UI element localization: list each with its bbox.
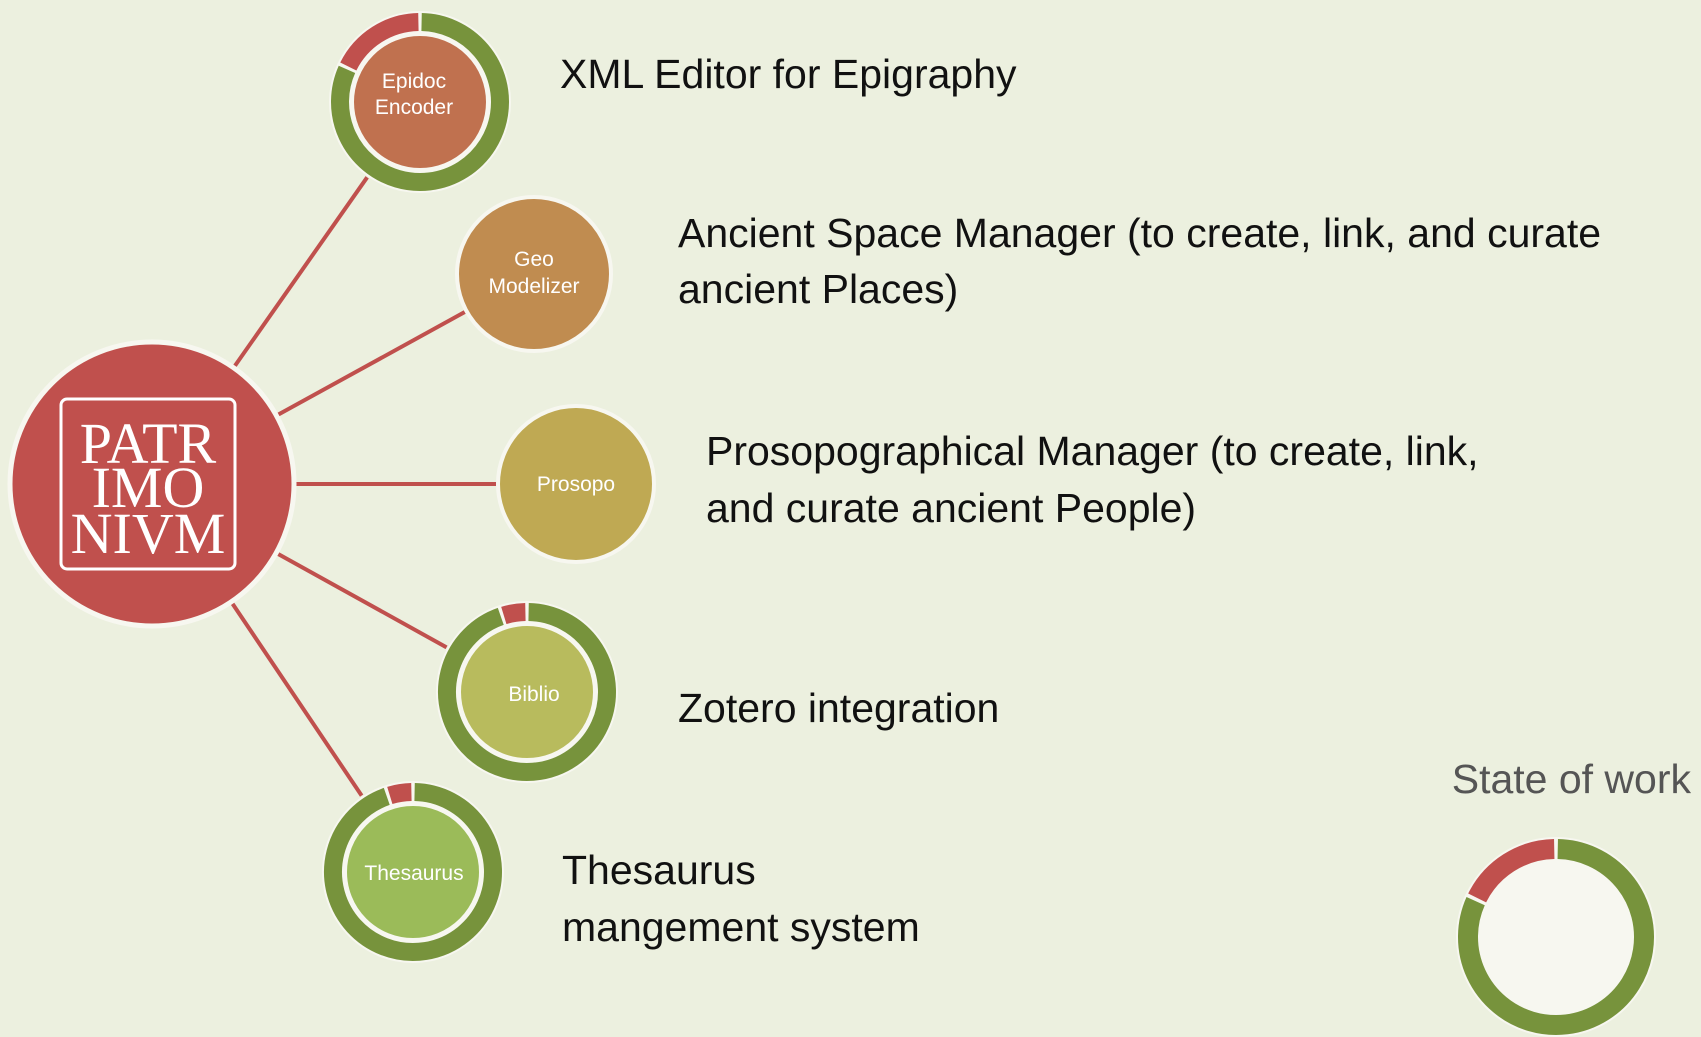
description-geo-line-1: Ancient Space Manager (to create, link, …	[678, 210, 1601, 256]
ring-thesaurus-done-segment	[324, 783, 502, 961]
node-thesaurus: Thesaurus	[322, 781, 504, 963]
state-of-work-legend: State of work	[1452, 756, 1692, 1037]
logo-line-2: IMO	[92, 455, 205, 520]
node-label-thesaurus: Thesaurus	[364, 862, 463, 885]
module-descriptions: XML Editor for Epigraphy Ancient Space M…	[560, 51, 1601, 950]
logo-line-1: PATR	[80, 411, 217, 476]
connector-thesaurus	[230, 602, 364, 797]
logo-line-3: NIVM	[71, 501, 226, 566]
module-nodes: Epidoc Encoder Geo Modelizer Prosopo Bib…	[322, 11, 656, 963]
node-circle-biblio	[457, 622, 597, 762]
hub-circle	[7, 339, 297, 629]
description-epidoc: XML Editor for Epigraphy	[560, 51, 1017, 97]
node-circle-geo	[455, 195, 613, 353]
ring-thesaurus-todo-segment	[387, 783, 412, 805]
description-thesaurus-line-1: Thesaurus	[562, 847, 756, 893]
node-biblio: Biblio	[436, 601, 618, 783]
node-geo-modelizer: Geo Modelizer	[455, 195, 613, 353]
ring-biblio-done-segment	[438, 603, 616, 781]
node-label-epidoc-line-1: Epidoc	[382, 70, 446, 93]
node-epidoc-encoder: Epidoc Encoder	[329, 11, 511, 193]
connector-lines	[230, 176, 496, 797]
connector-epidoc	[233, 176, 369, 368]
logo-frame	[59, 397, 237, 571]
ring-biblio-todo-segment	[501, 603, 526, 625]
connector-geo	[277, 310, 466, 417]
legend-ring-backing	[1456, 837, 1656, 1037]
description-thesaurus-line-2: mangement system	[562, 904, 920, 950]
node-label-prosopo: Prosopo	[537, 473, 615, 496]
node-circle-thesaurus	[343, 802, 483, 942]
legend-ring-done-segment	[1458, 839, 1654, 1035]
node-circle-prosopo	[496, 404, 656, 564]
node-label-biblio: Biblio	[508, 683, 559, 706]
node-circle-epidoc	[350, 32, 490, 172]
legend-progress-ring	[1456, 837, 1656, 1037]
description-prosopo-line-1: Prosopographical Manager (to create, lin…	[706, 428, 1479, 474]
legend-title: State of work	[1452, 756, 1692, 802]
description-geo-line-2: ancient Places)	[678, 266, 958, 312]
description-biblio: Zotero integration	[678, 685, 999, 731]
node-label-epidoc-line-2: Encoder	[375, 96, 453, 119]
node-label-geo-line-2: Modelizer	[488, 275, 579, 298]
ring-epidoc-todo-segment	[340, 13, 419, 71]
legend-ring-todo-segment	[1468, 839, 1555, 903]
hub-patrimonivm: PATR IMO NIVM	[7, 339, 297, 629]
description-prosopo-line-2: and curate ancient People)	[706, 485, 1196, 531]
node-label-geo-line-1: Geo	[514, 248, 554, 271]
node-prosopo: Prosopo	[496, 404, 656, 564]
ring-epidoc-done-segment	[331, 13, 509, 191]
connector-biblio	[276, 552, 448, 650]
